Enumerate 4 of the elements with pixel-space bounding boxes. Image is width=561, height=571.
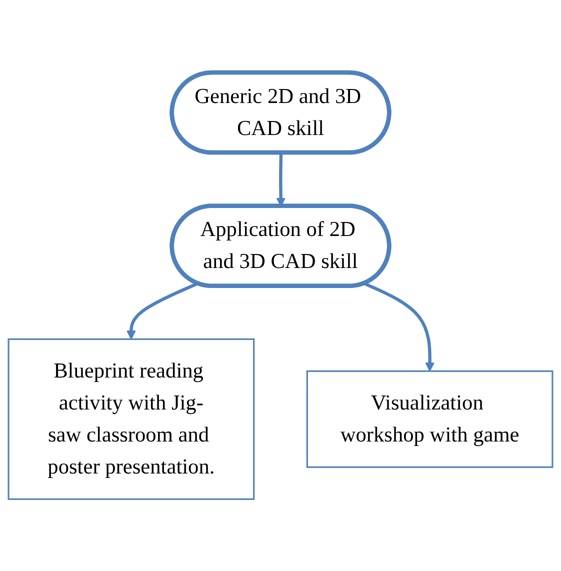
node-box: Blueprint reading activity with Jig-saw classroom and poster presentation. [8,338,255,500]
arrow [364,282,434,372]
node-box: Visualization workshop with game [306,370,554,468]
arrow [126,282,198,340]
